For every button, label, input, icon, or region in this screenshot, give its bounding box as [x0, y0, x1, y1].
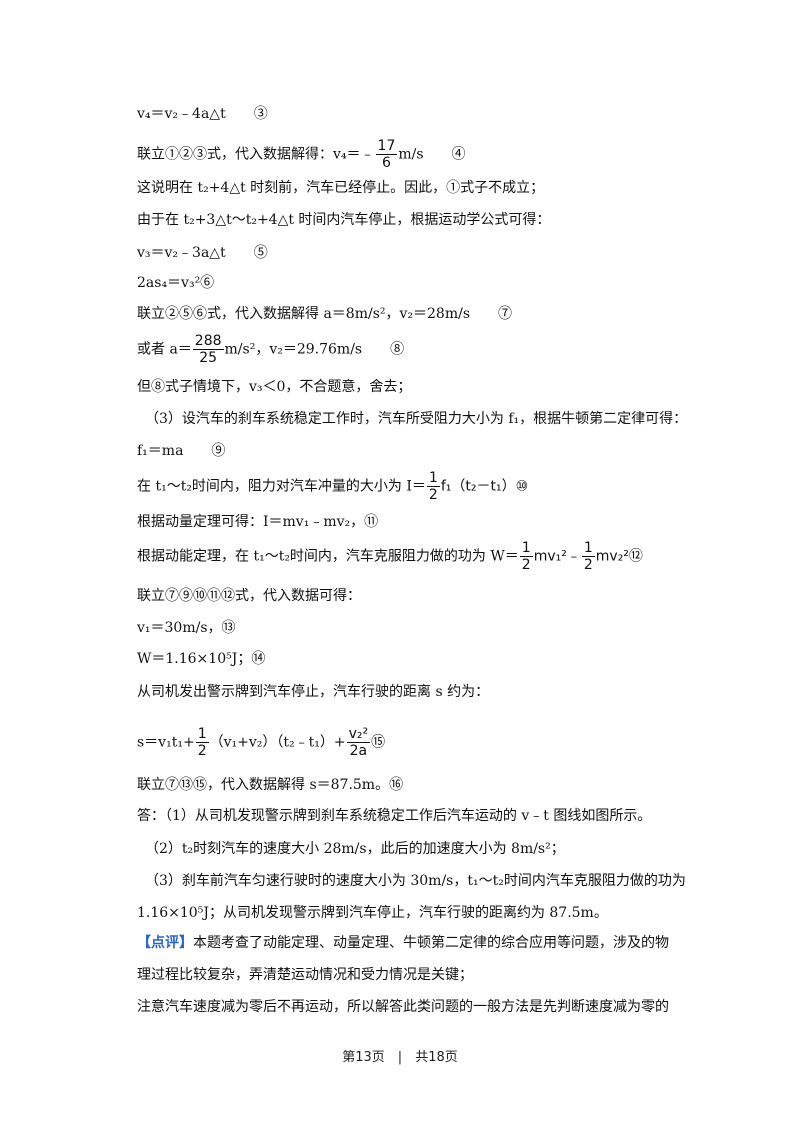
denominator: 2 — [521, 557, 531, 573]
denominator: 2 — [428, 487, 438, 503]
text: m/s ④ — [398, 146, 466, 163]
text: （v₁+v₂）（t₂﹣t₁）+ — [209, 734, 346, 751]
text: s＝v₁t₁+ — [137, 734, 195, 751]
paragraph: 联立⑦⑨⑩⑪⑫式，代入数据可得： — [137, 588, 361, 604]
answer-2: （2）t₂时刻汽车的速度大小 28m/s，此后的加速度大小为 8m/s²； — [145, 841, 565, 857]
numerator: 1 — [581, 540, 595, 557]
numerator: 1 — [426, 470, 440, 487]
text: 在 t₁～t₂时间内，阻力对汽车冲量的大小为 I＝ — [137, 478, 426, 495]
answer-3: （3）刹车前汽车匀速行驶时的速度大小为 30m/s，t₁～t₂时间内汽车克服阻力… — [145, 873, 686, 889]
numerator: 288 — [192, 333, 224, 350]
paragraph: 但⑧式子情境下，v₃＜0，不合题意，舍去； — [137, 379, 412, 395]
paragraph: 联立⑦⑬⑮，代入数据解得 s＝87.5m。⑯ — [137, 777, 404, 793]
answer-3-cont: 1.16×10⁵J；从司机发现警示牌到汽车停止，汽车行驶的距离约为 87.5m。 — [137, 905, 608, 921]
denominator: 6 — [381, 155, 391, 171]
equation-7: 联立②⑤⑥式，代入数据解得 a＝8m/s²，v₂＝28m/s ⑦ — [137, 306, 513, 322]
text: 或者 a＝ — [137, 341, 192, 358]
answer-1: 答：（1）从司机发现警示牌到刹车系统稳定工作后汽车运动的 v﹣t 图线如图所示。 — [137, 808, 652, 824]
numerator: 1 — [519, 540, 533, 557]
text: mv₂²⑫ — [595, 548, 643, 565]
numerator: 17 — [375, 138, 398, 155]
denominator: 2 — [197, 743, 207, 759]
paragraph: （3）设汽车的刹车系统稳定工作时，汽车所受阻力大小为 f₁，根据牛顿第二定律可得… — [145, 411, 688, 427]
denominator: 25 — [199, 350, 218, 366]
text: 根据动能定理，在 t₁～t₂时间内，汽车克服阻力做的功为 W＝ — [137, 548, 519, 565]
text: m/s²，v₂＝29.76m/s ⑧ — [224, 341, 405, 358]
page-footer: 第13页 | 共18页 — [342, 1050, 458, 1065]
paragraph: 这说明在 t₂+4△t 时刻前，汽车已经停止。因此，①式子不成立； — [137, 180, 545, 196]
denominator: 2 — [583, 557, 593, 573]
equation-13: v₁＝30m/s，⑬ — [137, 620, 236, 636]
equation-6: 2as₄＝v₃²⑥ — [137, 275, 215, 291]
denominator: 2a — [349, 743, 368, 759]
paragraph: 由于在 t₂+3△t～t₂+4△t 时间内汽车停止，根据运动学公式可得： — [137, 212, 551, 228]
equation-14: W＝1.16×10⁵J；⑭ — [137, 651, 266, 667]
equation-9: f₁＝ma ⑨ — [137, 443, 226, 459]
text: 本题考查了动能定理、动量定理、牛顿第二定律的综合应用等问题，涉及的物 — [193, 935, 669, 951]
equation-11: 根据动量定理可得：I＝mv₁﹣mv₂，⑪ — [137, 514, 379, 530]
equation-5: v₃＝v₂﹣3a△t ⑤ — [137, 245, 268, 261]
text: ⑮ — [371, 734, 386, 751]
numerator: v₂² — [346, 726, 371, 743]
equation-3: v₄＝v₂﹣4a△t ③ — [137, 106, 268, 122]
paragraph: 从司机发出警示牌到汽车停止，汽车行驶的距离 s 约为： — [137, 684, 490, 700]
text: mv₁²﹣ — [533, 548, 581, 565]
comment-tag: 【点评】 — [137, 935, 193, 951]
text: 联立①②③式，代入数据解得：v₄＝﹣ — [137, 146, 375, 163]
comment: 【点评】本题考查了动能定理、动量定理、牛顿第二定律的综合应用等问题，涉及的物 — [137, 933, 669, 953]
numerator: 1 — [195, 726, 209, 743]
paragraph: 注意汽车速度减为零后不再运动，所以解答此类问题的一般方法是先判断速度减为零的 — [137, 999, 669, 1015]
text: f₁（t₂－t₁）⑩ — [440, 478, 529, 495]
paragraph: 理过程比较复杂，弄清楚运动情况和受力情况是关键； — [137, 967, 473, 983]
